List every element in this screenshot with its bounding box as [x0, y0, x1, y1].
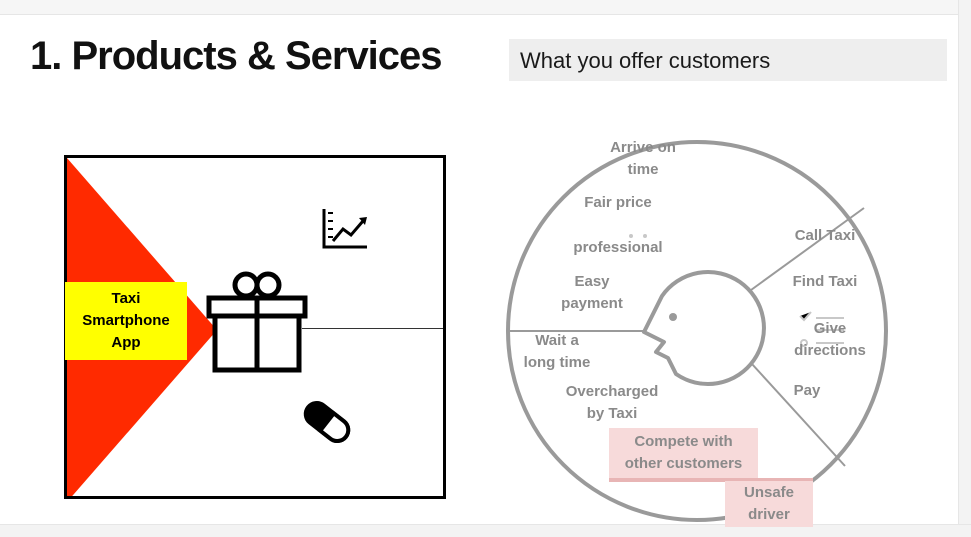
pain-highlight-underline — [609, 478, 813, 482]
pain-compete-line: Compete with — [634, 433, 733, 450]
job-find-taxi: Find Taxi — [792, 273, 858, 290]
canvas-divider — [302, 328, 443, 329]
product-label: Taxi Smartphone App — [65, 282, 187, 360]
gain-arrive-on-time: Arrive on time — [610, 139, 676, 178]
job-call-taxi: Call Taxi — [794, 227, 856, 244]
vertical-scrollbar[interactable] — [958, 0, 971, 537]
pain-overcharged: Overcharged by Taxi — [565, 383, 659, 422]
gift-icon — [206, 271, 308, 373]
gain-fair-price: Fair price — [584, 194, 652, 211]
product-label-line: Smartphone — [82, 312, 170, 329]
customer-profile-wheel — [506, 140, 888, 522]
gain-easy-payment: Easy payment — [561, 273, 623, 312]
slide-subtitle: What you offer customers — [520, 48, 771, 73]
job-give-directions: Give directions — [794, 320, 866, 359]
product-label-line: Taxi — [111, 290, 141, 307]
pain-unsafe-driver-highlight: Unsafe driver — [725, 481, 813, 527]
pain-wait-long-time: Wait a long time — [523, 332, 591, 371]
chart-trend-icon — [322, 209, 367, 249]
pain-unsafe-line: driver — [748, 506, 790, 523]
slide-title: 1. Products & Services — [30, 34, 443, 78]
subtitle-box: What you offer customers — [509, 39, 947, 81]
pain-compete-highlight: Compete with other customers — [609, 428, 758, 478]
face-profile-icon — [642, 270, 766, 386]
pill-icon — [303, 400, 351, 444]
pain-compete-line: other customers — [624, 455, 743, 472]
pain-unsafe-line: Unsafe — [743, 484, 795, 501]
gain-professional: professional — [573, 239, 663, 256]
bottom-band — [0, 524, 971, 537]
top-toolbar-band — [0, 0, 971, 15]
job-pay: Pay — [793, 382, 821, 399]
product-label-line: App — [111, 334, 141, 351]
